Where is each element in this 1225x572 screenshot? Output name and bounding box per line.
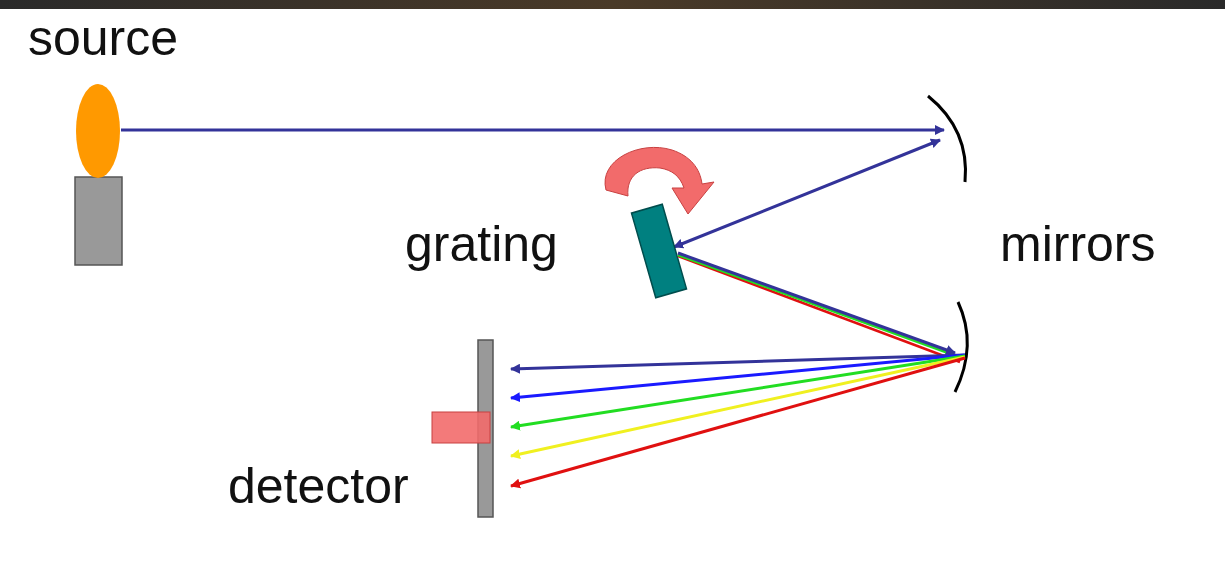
light-beam	[121, 129, 944, 132]
part-label: detector	[228, 456, 409, 516]
detector-element	[432, 412, 490, 443]
dispersed-beam	[678, 255, 962, 358]
rotation-arrow	[605, 147, 714, 214]
top-band	[0, 0, 1225, 9]
light-beam	[674, 140, 940, 247]
dispersed-beam	[678, 256, 960, 362]
top-mirror	[928, 96, 966, 182]
spectrum-ray	[511, 357, 965, 456]
dispersed-beam	[678, 253, 955, 353]
grating	[631, 204, 686, 297]
lamp-base	[75, 177, 122, 265]
part-label: mirrors	[1000, 214, 1156, 274]
part-label: grating	[405, 214, 558, 274]
spectrum-ray	[511, 358, 965, 486]
part-label: source	[28, 8, 178, 68]
lamp-flame	[76, 84, 120, 178]
spectrum-ray	[511, 356, 965, 427]
bottom-mirror	[955, 302, 967, 392]
